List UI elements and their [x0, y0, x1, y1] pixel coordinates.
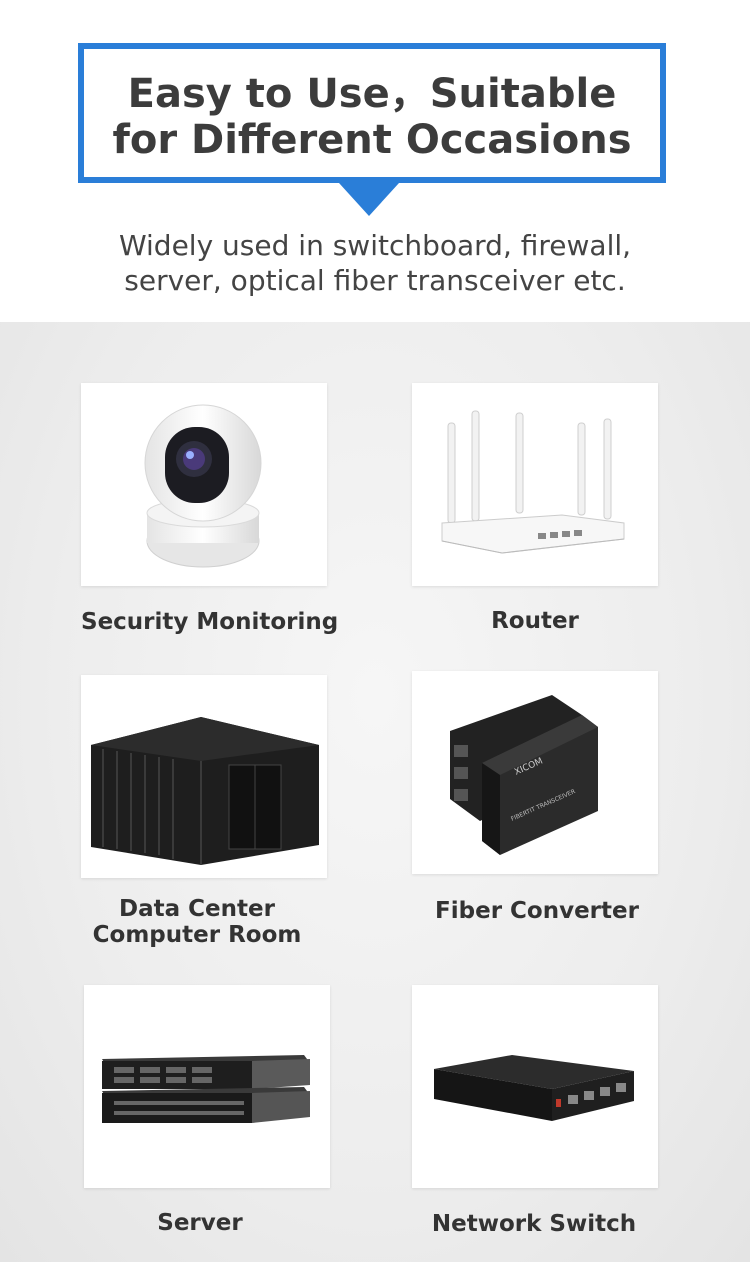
router-icon — [441, 410, 625, 554]
title-line-1: Easy to Use，Suitable — [127, 71, 617, 117]
card-data-center — [81, 675, 327, 878]
label-security-monitoring: Security Monitoring — [81, 609, 339, 635]
label-network-switch: Network Switch — [431, 1211, 637, 1237]
title-pointer-arrow — [339, 183, 399, 216]
card-router — [412, 383, 658, 586]
card-network-switch — [412, 985, 658, 1188]
header-section: Easy to Use，Suitable for Different Occas… — [0, 0, 750, 322]
page-subtitle: Widely used in switchboard, firewall, se… — [0, 228, 750, 298]
data-center-icon — [91, 717, 319, 865]
label-data-center-line-2: Computer Room — [92, 922, 302, 948]
server-rack-icon — [102, 1055, 310, 1123]
label-router: Router — [491, 608, 579, 634]
label-data-center: Data Center Computer Room — [81, 896, 313, 948]
subtitle-line-2: server, optical fiber transceiver etc. — [124, 264, 626, 297]
subtitle-line-1: Widely used in switchboard, firewall, — [118, 229, 632, 262]
label-fiber-converter: Fiber Converter — [435, 898, 639, 924]
fiber-converter-icon: XICOM FIBERTIT TRANSCEIVER — [450, 695, 598, 855]
page-title: Easy to Use，Suitable for Different Occas… — [84, 71, 660, 163]
network-switch-icon — [434, 1055, 634, 1121]
title-box: Easy to Use，Suitable for Different Occas… — [78, 43, 666, 183]
card-security-monitoring — [81, 383, 327, 586]
title-line-2: for Different Occasions — [112, 117, 632, 163]
label-data-center-line-1: Data Center — [119, 896, 275, 922]
application-gallery: Security Monitoring Router — [0, 322, 750, 1262]
label-server: Server — [157, 1210, 243, 1236]
security-camera-icon — [144, 404, 262, 568]
card-server — [84, 985, 330, 1188]
card-fiber-converter: XICOM FIBERTIT TRANSCEIVER — [412, 671, 658, 874]
